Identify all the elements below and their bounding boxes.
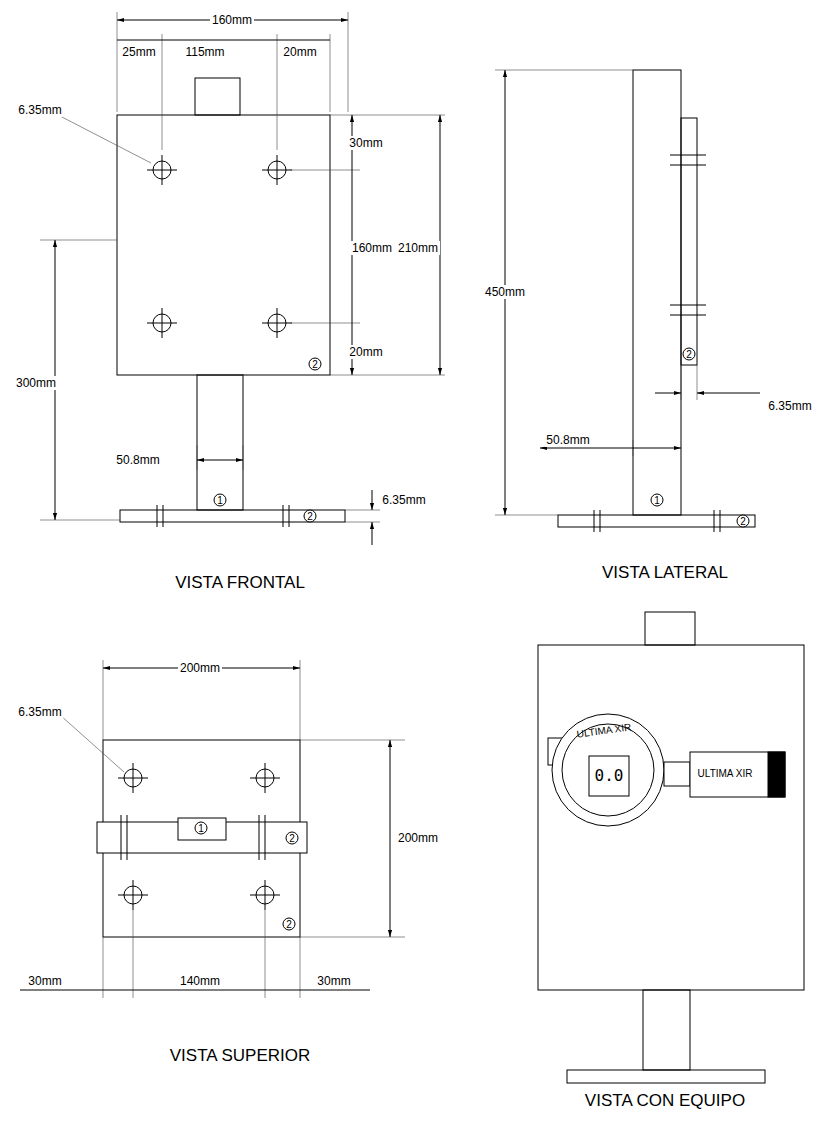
view-title: VISTA FRONTAL <box>173 573 307 592</box>
dimension: 6.35mm <box>16 103 63 117</box>
front-view <box>40 12 445 545</box>
callout-number: 1 <box>214 494 227 507</box>
device-label: 0.0 <box>593 767 626 785</box>
dimension: 210mm <box>396 241 440 255</box>
dimension: 30mm <box>26 974 63 988</box>
equipment-view <box>538 612 804 1083</box>
dimension: 20mm <box>347 345 384 359</box>
callout-number: 2 <box>283 918 296 931</box>
dimension: 115mm <box>183 45 226 59</box>
callout-number: 2 <box>683 348 696 361</box>
view-title: VISTA SUPERIOR <box>168 1046 312 1065</box>
dimension: 140mm <box>178 974 222 988</box>
callout-number: 2 <box>286 832 299 845</box>
view-title: VISTA CON EQUIPO <box>583 1091 747 1110</box>
dimension: 50.8mm <box>544 433 591 447</box>
dimension: 200mm <box>396 831 440 845</box>
dimension: 6.35mm <box>380 493 427 507</box>
dimension: 30mm <box>315 974 352 988</box>
dimension: 25mm <box>120 45 157 59</box>
dimension: 160mm <box>210 13 254 27</box>
side-view <box>495 70 760 532</box>
callout-number: 1 <box>195 822 208 835</box>
dimension: 6.35mm <box>766 399 813 413</box>
dimension: 20mm <box>281 45 318 59</box>
device-label: ULTIMA XIR <box>696 768 755 780</box>
dimension: 200mm <box>178 661 222 675</box>
dimension: 300mm <box>14 376 58 390</box>
dimension: 160mm <box>350 241 394 255</box>
dimension: 50.8mm <box>114 453 161 467</box>
callout-number: 2 <box>737 515 750 528</box>
dimension: 6.35mm <box>16 705 63 719</box>
callout-number: 2 <box>304 510 317 523</box>
dimension: 450mm <box>483 285 527 299</box>
dimension: 30mm <box>347 136 384 150</box>
callout-number: 2 <box>309 358 322 371</box>
view-title: VISTA LATERAL <box>600 563 730 582</box>
top-view <box>20 660 405 998</box>
callout-number: 1 <box>651 494 664 507</box>
